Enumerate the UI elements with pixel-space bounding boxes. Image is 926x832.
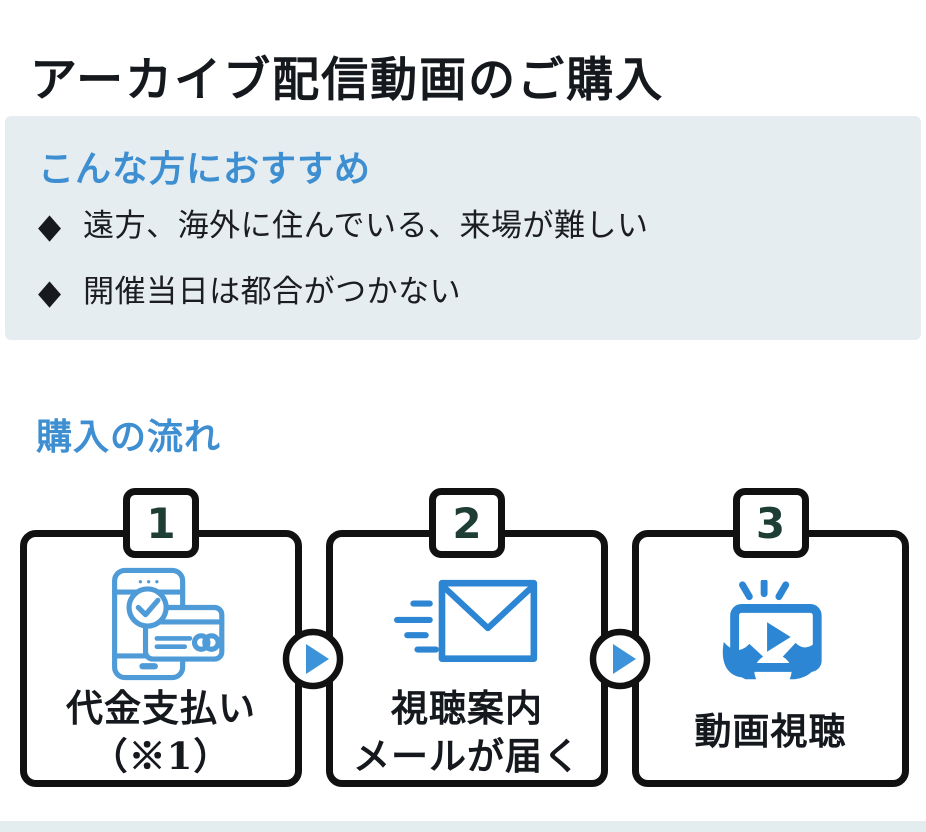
step-number-badge: 3 [732,488,809,558]
list-item: ◆ 遠方、海外に住んでいる、来場が難しい [38,208,649,245]
bullet-text: 開催当日は都合がつかない [83,274,462,310]
step-label: 動画視聴 [694,709,847,753]
diamond-bullet-icon: ◆ [38,205,62,247]
step-number-badge: 2 [429,488,505,558]
flow-step-payment: 1 [20,488,302,788]
diamond-bullet-icon: ◆ [38,271,62,313]
video-icon [712,565,830,707]
play-arrow-icon [588,627,652,691]
bottom-strip [0,821,926,832]
flow-step-watch: 3 動画視聴 [632,488,909,788]
step-number-badge: 1 [123,488,199,558]
step-box: 代金支払い （※1） [20,530,302,787]
step-label: 代金支払い （※1） [66,685,256,778]
page-title: アーカイブ配信動画のご購入 [30,53,665,109]
mail-icon [393,565,541,684]
flow-heading: 購入の流れ [36,417,222,458]
flow-step-mail: 2 視聴案内 メールが届く [326,488,608,788]
payment-icon [94,565,228,684]
step-label: 視聴案内 メールが届く [353,685,581,778]
recommend-heading: こんな方におすすめ [38,149,372,190]
recommend-panel: こんな方におすすめ ◆ 遠方、海外に住んでいる、来場が難しい ◆ 開催当日は都合… [5,116,921,340]
play-arrow-icon [281,627,345,691]
step-box: 視聴案内 メールが届く [326,530,608,787]
bullet-text: 遠方、海外に住んでいる、来場が難しい [83,208,649,244]
list-item: ◆ 開催当日は都合がつかない [38,274,461,311]
step-box: 動画視聴 [632,530,909,787]
